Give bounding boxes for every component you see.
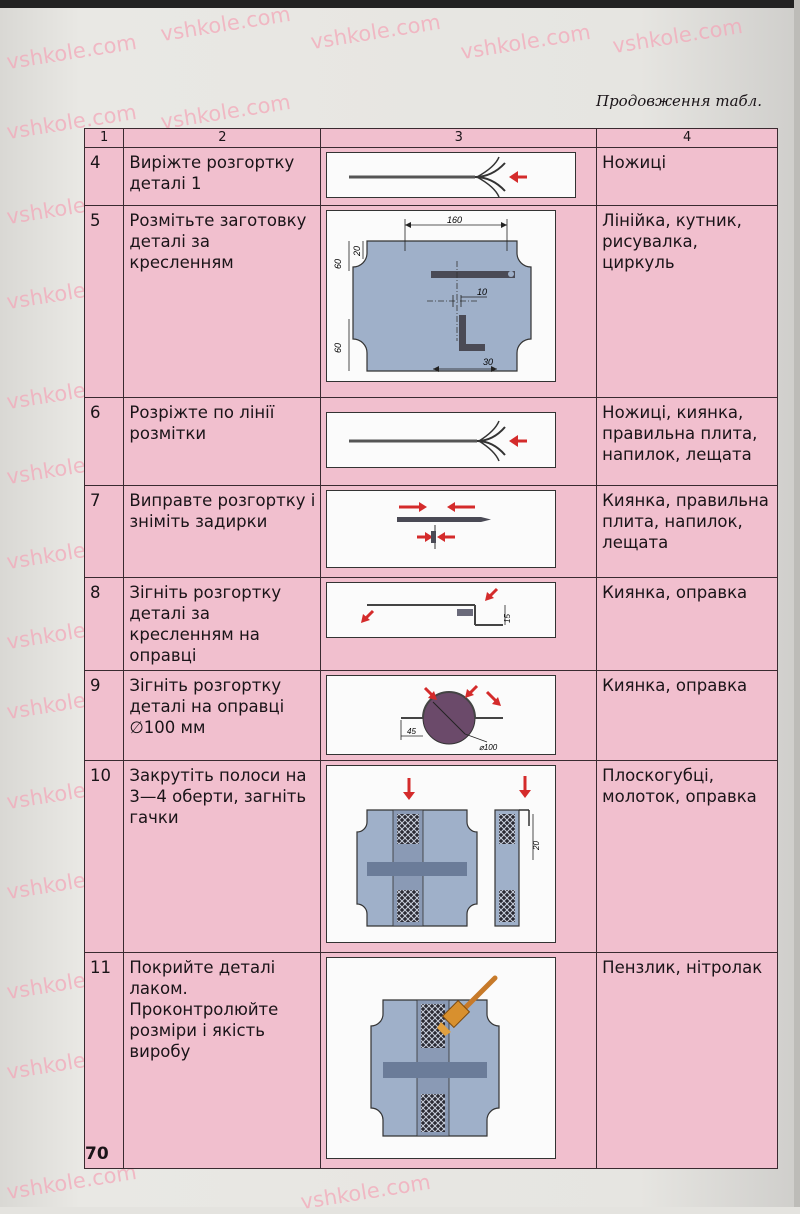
header-cell: 3 (320, 128, 598, 148)
figure-twist-strips: 20 (326, 765, 557, 943)
figure-bend-round: 45 ⌀100 (326, 675, 557, 755)
operation-text: Розріжте по лінії розмітки (123, 397, 322, 486)
tools-text: Киянка, оправка (596, 577, 778, 671)
dimension-label: 30 (483, 357, 493, 367)
operation-text: Виправте розгортку і зніміть задирки (123, 485, 322, 578)
dimension-label: 20 (532, 841, 541, 851)
figure-cell: 15 (320, 577, 598, 671)
dimension-label: ⌀100 (479, 743, 498, 752)
figure-bend-mandrel: 15 (326, 582, 557, 638)
step-number: 6 (83, 397, 125, 486)
top-edge (0, 0, 800, 8)
step-number: 8 (83, 577, 125, 671)
figure-varnish (326, 957, 557, 1159)
tools-text: Пензлик, нітролак (596, 952, 778, 1169)
figure-cut-line (326, 412, 557, 468)
dimension-label: 160 (447, 215, 462, 225)
step-number: 10 (83, 760, 125, 953)
dimension-label: 10 (477, 287, 487, 297)
table-header-row: 1 2 3 4 (83, 128, 778, 148)
table-row: 10 Закрутіть полоси на 3—4 оберти, загні… (83, 760, 778, 953)
tools-text: Ножиці, киянка, правильна плита, напилок… (596, 397, 778, 486)
step-number: 4 (83, 147, 125, 206)
figure-cell (320, 952, 598, 1169)
operation-text: Зігніть розгортку деталі за кресленням н… (123, 577, 322, 671)
table-row: 11 Покрийте деталі лаком. Проконтролюйте… (83, 952, 778, 1169)
table-row: 5 Розмітьте заготовку деталі за кресленн… (83, 205, 778, 398)
figure-cell: 45 ⌀100 (320, 670, 598, 761)
header-cell: 1 (83, 128, 125, 148)
header-cell: 2 (123, 128, 322, 148)
figure-cell (320, 485, 598, 578)
step-number: 9 (83, 670, 125, 761)
figure-cut-blank (326, 152, 577, 198)
figure-cell (320, 147, 598, 206)
dimension-label: 45 (407, 727, 416, 736)
table-row: 9 Зігніть розгортку деталі на оправці ∅1… (83, 670, 778, 761)
operation-text: Зігніть розгортку деталі на оправці ∅100… (123, 670, 322, 761)
dimension-label: 15 (503, 614, 512, 623)
header-cell: 4 (596, 128, 778, 148)
table-row: 4 Виріжте розгортку деталі 1 Ножиці (83, 147, 778, 206)
tools-text: Киянка, правильна плита, напилок, лещата (596, 485, 778, 578)
tools-text: Ножиці (596, 147, 778, 206)
figure-cell: 20 (320, 760, 598, 953)
dimension-label: 60 (333, 343, 343, 353)
tools-text: Лінійка, кутник, рисувалка, циркуль (596, 205, 778, 398)
dimension-label: 60 (333, 259, 343, 269)
tools-text: Киянка, оправка (596, 670, 778, 761)
step-number: 5 (83, 205, 125, 398)
process-table: 1 2 3 4 4 Виріжте розгортку деталі 1 Нож… (83, 128, 778, 1169)
figure-marking-drawing: 160 60 20 10 60 (326, 210, 557, 382)
table-row: 7 Виправте розгортку і зніміть задирки (83, 485, 778, 578)
step-number: 11 (83, 952, 125, 1169)
table-row: 6 Розріжте по лінії розмітки Ножиці, кия… (83, 397, 778, 486)
table-caption: Продовження табл. (595, 92, 762, 110)
figure-cell (320, 397, 598, 486)
operation-text: Закрутіть полоси на 3—4 оберти, загніть … (123, 760, 322, 953)
operation-text: Покрийте деталі лаком. Проконтролюйте ро… (123, 952, 322, 1169)
page-number: 70 (85, 1144, 109, 1164)
table-row: 8 Зігніть розгортку деталі за кресленням… (83, 577, 778, 671)
step-number: 7 (83, 485, 125, 578)
operation-text: Розмітьте заготовку деталі за кресленням (123, 205, 322, 398)
page-edge (794, 0, 800, 1207)
operation-text: Виріжте розгортку деталі 1 (123, 147, 322, 206)
tools-text: Плоскогубці, молоток, оправка (596, 760, 778, 953)
figure-cell: 160 60 20 10 60 (320, 205, 598, 398)
dimension-label: 20 (352, 246, 362, 257)
figure-straighten (326, 490, 557, 568)
